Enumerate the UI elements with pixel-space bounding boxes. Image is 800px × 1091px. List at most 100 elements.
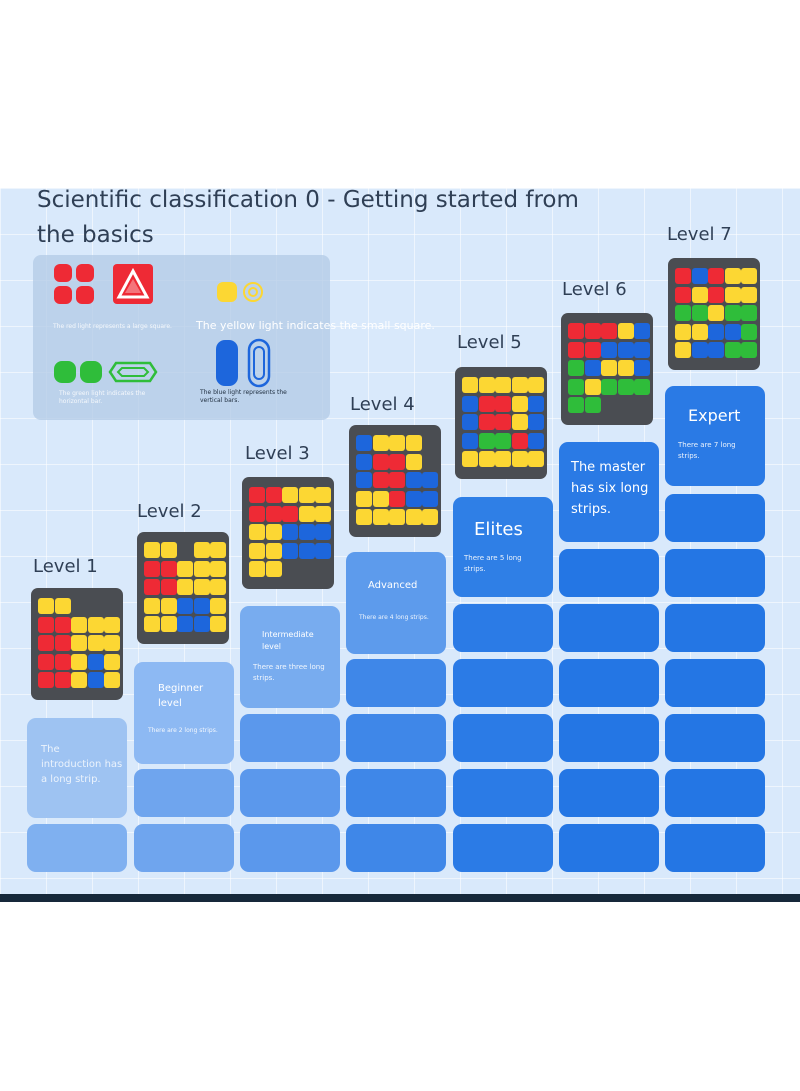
level-4-puzzle [349, 425, 441, 537]
blue-tile [356, 472, 372, 488]
yellow-tile [104, 616, 120, 633]
level-5-card-title: Elites [474, 519, 523, 540]
red-square-icon [54, 264, 72, 282]
red-tile [478, 395, 495, 412]
blue-tile [315, 542, 331, 559]
green-tile [568, 397, 584, 413]
yellow-tile [160, 597, 177, 614]
green-tile [617, 378, 634, 395]
green-tile [741, 342, 757, 358]
green-tile [495, 432, 511, 449]
yellow-tile [282, 487, 298, 503]
yellow-tile [210, 579, 226, 595]
stair-block [665, 769, 765, 817]
yellow-tile [356, 509, 372, 525]
yellow-tile [617, 323, 634, 339]
bottom-bar [0, 894, 800, 902]
stair-block [240, 714, 340, 762]
yellow-tile [708, 305, 724, 321]
stair-block [453, 824, 553, 872]
stair-block [240, 769, 340, 817]
blue-tile [177, 616, 193, 632]
yellow-tile [104, 653, 120, 670]
red-triangle-icon [113, 264, 153, 304]
page-title: Scientific classification 0 - Getting st… [37, 187, 579, 248]
red-tile [675, 286, 691, 303]
red-tile [568, 323, 584, 339]
blue-tile [87, 672, 104, 688]
stair-block [346, 714, 446, 762]
blue-tile [405, 472, 422, 488]
red-tile [265, 505, 282, 522]
red-square-icon [76, 264, 94, 282]
yellow-tile [315, 487, 331, 503]
legend-box: The red light represents a large square.… [33, 255, 435, 420]
blue-tile [708, 323, 724, 340]
level-3-label: Level 3 [245, 443, 310, 464]
yellow-tile [495, 451, 511, 467]
level-3-card-title: Intermediate level [262, 630, 314, 651]
yellow-legend-text: The yellow light indicates the small squ… [196, 319, 435, 332]
blue-tile [298, 524, 315, 540]
red-tile [708, 268, 724, 284]
blue-tile [462, 395, 478, 412]
yellow-tile [478, 377, 495, 393]
red-tile [389, 453, 405, 470]
blue-tile [282, 542, 298, 559]
blue-tile [405, 490, 422, 507]
green-tile [568, 378, 584, 395]
yellow-tile [193, 560, 210, 577]
blue-tile [724, 323, 741, 340]
level-2-card-title: Beginner level [158, 683, 204, 709]
level-1-label: Level 1 [33, 556, 98, 577]
yellow-tile [144, 542, 160, 558]
yellow-tile [617, 360, 634, 376]
red-tile [54, 653, 71, 670]
level-card [346, 552, 446, 654]
yellow-tile [71, 616, 87, 633]
yellow-tile [389, 435, 405, 451]
blue-tile [193, 616, 210, 632]
yellow-tile [372, 490, 389, 507]
blue-tile [601, 341, 617, 358]
yellow-tile [210, 560, 226, 577]
green-tile [675, 305, 691, 321]
yellow-tile [691, 286, 708, 303]
yellow-tile [193, 579, 210, 595]
yellow-tile [104, 635, 120, 651]
stair-block [559, 769, 659, 817]
blue-tile [87, 653, 104, 670]
stair-block [665, 714, 765, 762]
yellow-tile [462, 451, 478, 467]
yellow-tile [315, 505, 331, 522]
blue-tile [356, 435, 372, 451]
level-1-card-title: The introduction has a long strip. [41, 744, 123, 785]
stair-block [346, 659, 446, 707]
blue-tile [356, 453, 372, 470]
green-tile [741, 305, 757, 321]
blue-tile [617, 341, 634, 358]
yellow-tile [249, 561, 265, 577]
yellow-target-icon [241, 280, 265, 304]
blue-tile [462, 414, 478, 430]
yellow-tile [741, 286, 757, 303]
blue-tile [691, 268, 708, 284]
yellow-tile [298, 505, 315, 522]
level-4-card-desc: There are 4 long strips. [359, 614, 429, 621]
green-bar-icon [80, 361, 102, 383]
level-3-puzzle [242, 477, 334, 589]
blue-tile [634, 323, 650, 339]
yellow-tile [675, 323, 691, 340]
green-bar-icon [54, 361, 76, 383]
red-tile [54, 672, 71, 688]
blue-tile [634, 360, 650, 376]
red-tile [495, 395, 511, 412]
level-card [240, 606, 340, 708]
yellow-tile [87, 635, 104, 651]
red-tile [708, 286, 724, 303]
level-7-card-title: Expert [688, 406, 741, 425]
level-5-label: Level 5 [457, 332, 522, 353]
red-tile [38, 672, 54, 688]
blue-tile [691, 342, 708, 358]
yellow-tile [210, 542, 226, 558]
